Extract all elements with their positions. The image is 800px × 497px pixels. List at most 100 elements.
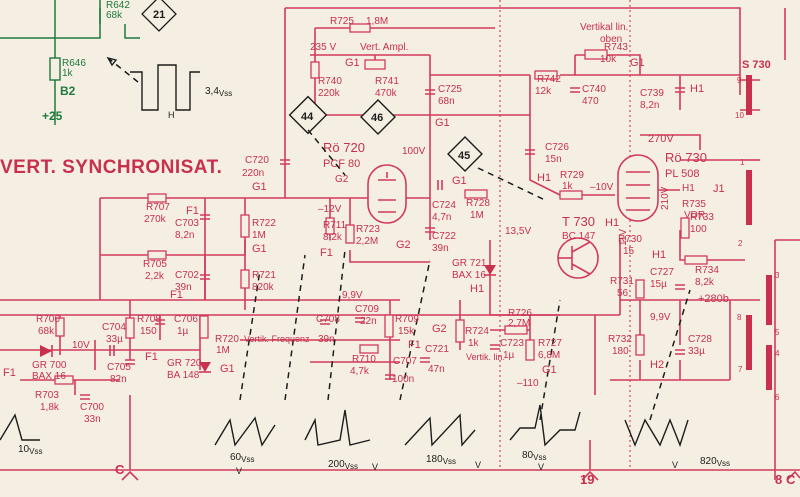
svg-text:15µ: 15µ [650, 279, 667, 290]
svg-text:–12V: –12V [318, 204, 342, 215]
svg-text:G1: G1 [345, 57, 360, 69]
svg-text:C725: C725 [438, 84, 462, 95]
pin-4: 4 [775, 349, 780, 358]
f1-mid-label: F1 [145, 351, 158, 363]
pin-1: 1 [740, 158, 745, 167]
svg-text:2,2k: 2,2k [145, 271, 165, 282]
svg-text:1k: 1k [562, 181, 574, 192]
ro730-type: PL 508 [665, 168, 699, 180]
svg-text:C739: C739 [640, 88, 664, 99]
svg-text:R706: R706 [36, 314, 60, 325]
svg-text:G1: G1 [252, 181, 267, 193]
svg-text:1M: 1M [216, 345, 230, 356]
pin-6: 6 [775, 393, 780, 402]
svg-text:33µ: 33µ [106, 334, 123, 345]
svg-text:J1: J1 [713, 183, 725, 195]
svg-text:470: 470 [582, 96, 599, 107]
probe-arrows [239, 129, 691, 421]
badge-46-label: 46 [371, 112, 383, 124]
waveform-h-tag: H [168, 110, 175, 120]
svg-text:15: 15 [623, 246, 635, 257]
waveform-h-amp: 3,4Vss [205, 86, 232, 98]
svg-text:GR 721: GR 721 [452, 258, 487, 269]
svg-text:4,7n: 4,7n [432, 212, 451, 223]
badge-45: 45 [447, 136, 483, 172]
svg-text:220k: 220k [318, 88, 341, 99]
svg-text:R708: R708 [137, 314, 161, 325]
t730-name: T 730 [562, 214, 595, 229]
svg-text:8,2n: 8,2n [640, 100, 659, 111]
svg-text:C722: C722 [432, 231, 456, 242]
r642-val: 68k [106, 10, 123, 21]
svg-text:C740: C740 [582, 84, 606, 95]
svg-text:39n: 39n [432, 243, 449, 254]
svg-text:H2: H2 [650, 359, 664, 371]
svg-text:F1: F1 [186, 205, 199, 217]
pin-9: 9 [737, 76, 742, 85]
svg-text:R729: R729 [560, 170, 584, 181]
waveform-200-tag: V [372, 462, 378, 472]
svg-text:68k: 68k [38, 326, 55, 337]
t730-type: BC 147 [562, 231, 596, 242]
waveform-200-amp: 200Vss [328, 459, 358, 471]
connector-c2: C [786, 472, 796, 487]
svg-text:BA 148: BA 148 [167, 370, 200, 381]
svg-text:R741: R741 [375, 76, 399, 87]
svg-text:220n: 220n [242, 168, 264, 179]
svg-text:R723: R723 [356, 224, 380, 235]
svg-text:–110: –110 [517, 378, 539, 389]
s730-label: S 730 [742, 59, 771, 71]
svg-text:1,8M: 1,8M [366, 16, 388, 27]
svg-text:R721: R721 [252, 270, 276, 281]
svg-text:–10V: –10V [590, 182, 614, 193]
svg-text:C726: C726 [545, 142, 569, 153]
svg-text:R709: R709 [395, 314, 419, 325]
waveform-180-amp: 180Vss [426, 454, 456, 466]
svg-text:R725: R725 [330, 16, 354, 27]
pin-10: 10 [735, 111, 744, 120]
svg-text:H1: H1 [605, 217, 619, 229]
svg-text:8,2k: 8,2k [695, 277, 715, 288]
svg-text:R742: R742 [537, 74, 561, 85]
tube-ro730 [617, 154, 659, 222]
f1-left-label: F1 [3, 367, 16, 379]
svg-text:C706: C706 [174, 314, 198, 325]
svg-text:1M: 1M [252, 230, 266, 241]
svg-text:33µ: 33µ [688, 346, 705, 357]
ro730-name: Rö 730 [665, 150, 707, 165]
waveform-180-tag: V [475, 460, 481, 470]
page-title: VERT. SYNCHRONISAT. [0, 157, 222, 178]
svg-text:470k: 470k [375, 88, 398, 99]
badge-21-label: 21 [153, 9, 165, 21]
connector-c: C [115, 462, 125, 477]
svg-text:G1: G1 [252, 243, 267, 255]
badge-44: 44 [288, 95, 328, 135]
svg-text:BAX 16: BAX 16 [32, 371, 66, 382]
svg-text:G2: G2 [396, 239, 411, 251]
svg-text:8,2k: 8,2k [323, 232, 343, 243]
svg-text:2,7M: 2,7M [508, 318, 530, 329]
pin-2: 2 [738, 239, 743, 248]
svg-text:15n: 15n [545, 154, 562, 165]
svg-text:R728: R728 [466, 198, 490, 209]
svg-text:C728: C728 [688, 334, 712, 345]
g1-bot-label: G1 [542, 364, 557, 376]
svg-text:Vert. Ampl.: Vert. Ampl. [360, 42, 408, 53]
svg-text:15k: 15k [398, 326, 415, 337]
pin-7: 7 [738, 365, 743, 374]
diode-symbols [40, 265, 496, 373]
svg-text:H1: H1 [537, 172, 551, 184]
svg-text:C705: C705 [107, 362, 131, 373]
svg-text:68n: 68n [438, 96, 455, 107]
ro720-type: PCF 80 [323, 158, 360, 170]
svg-text:9,9V: 9,9V [342, 290, 363, 301]
pot-labels: Vert. Ampl. Vertikal lin. oben Vertik. F… [244, 22, 628, 362]
svg-text:R730: R730 [618, 234, 642, 245]
svg-text:C709: C709 [355, 304, 379, 315]
capacitor-symbols [80, 87, 685, 400]
svg-text:22n: 22n [360, 316, 377, 327]
waveform-820-tag: V [672, 460, 678, 470]
badge-45-label: 45 [458, 150, 470, 162]
svg-text:180: 180 [612, 346, 629, 357]
svg-text:H1: H1 [470, 283, 484, 295]
